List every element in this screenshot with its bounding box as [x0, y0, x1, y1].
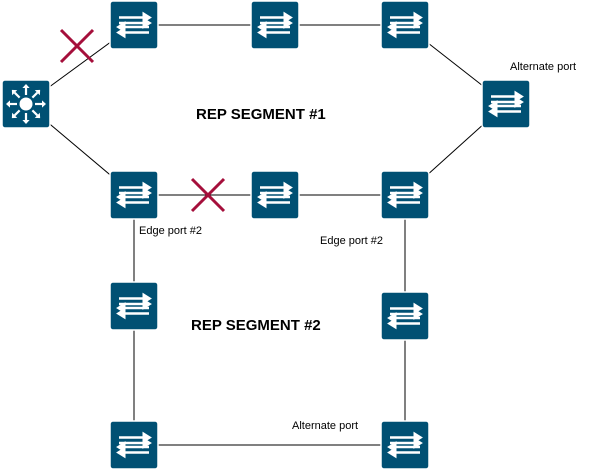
- alternate-port-label-bottom: Alternate port: [292, 420, 358, 432]
- links-layer: [25, 24, 507, 446]
- device-body: [109, 420, 159, 470]
- segment-1-title: REP SEGMENT #1: [196, 106, 326, 123]
- blocked-x-icon: [59, 28, 95, 64]
- workgroup-switch-icon[interactable]: [380, 291, 430, 341]
- device-body: [109, 0, 159, 50]
- device-body: [109, 170, 159, 220]
- workgroup-switch-icon[interactable]: [250, 170, 300, 220]
- workgroup-switch-icon[interactable]: [380, 420, 430, 470]
- workgroup-switch-icon[interactable]: [250, 0, 300, 50]
- device-body: [250, 0, 300, 50]
- workgroup-switch-icon[interactable]: [109, 0, 159, 50]
- device-body: [380, 170, 430, 220]
- blocked-marks-layer: [59, 28, 226, 213]
- workgroup-switch-icon[interactable]: [109, 170, 159, 220]
- device-body: [380, 0, 430, 50]
- edge-port-label-right: Edge port #2: [320, 235, 383, 247]
- devices-layer: [1, 0, 531, 470]
- layer3-switch-icon[interactable]: [1, 79, 51, 129]
- device-body: [109, 281, 159, 331]
- edge-port-label-left: Edge port #2: [139, 225, 202, 237]
- workgroup-switch-icon[interactable]: [380, 170, 430, 220]
- alternate-port-label-top: Alternate port: [510, 61, 576, 73]
- workgroup-switch-icon[interactable]: [380, 0, 430, 50]
- device-body: [481, 79, 531, 129]
- workgroup-switch-icon[interactable]: [109, 420, 159, 470]
- device-body: [250, 170, 300, 220]
- blocked-x-icon: [190, 177, 226, 213]
- device-body: [380, 420, 430, 470]
- router-arrows-glyph: [6, 84, 46, 124]
- device-body: [380, 291, 430, 341]
- workgroup-switch-icon[interactable]: [109, 281, 159, 331]
- workgroup-switch-icon[interactable]: [481, 79, 531, 129]
- segment-2-title: REP SEGMENT #2: [191, 317, 321, 334]
